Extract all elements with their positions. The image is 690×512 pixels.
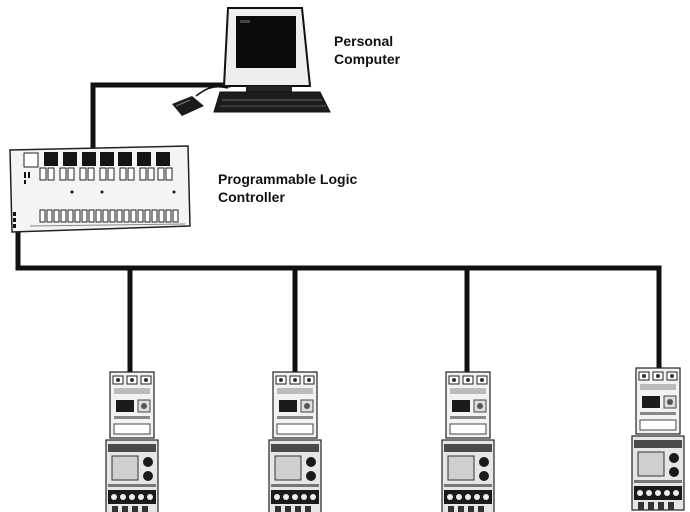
personal-computer-label: Personal Computer	[334, 32, 400, 68]
plc-rack-icon	[9, 145, 191, 233]
plc-to-bus-cable	[15, 229, 662, 271]
plc-label: Programmable Logic Controller	[218, 170, 357, 206]
pc-to-plc-cable	[90, 82, 231, 149]
desktop-computer-icon	[172, 7, 331, 116]
motor-starter-icon	[105, 371, 159, 512]
motor-starter-icon	[631, 367, 685, 511]
plc-label-line1: Programmable Logic	[218, 171, 358, 187]
motor-starter-icon	[441, 371, 495, 512]
pc-label-line1: Personal	[334, 33, 394, 49]
pc-label-line2: Computer	[334, 51, 401, 67]
motor-starter-icon	[268, 371, 322, 512]
network-cables	[15, 82, 662, 375]
plc-label-line2: Controller	[218, 189, 285, 205]
